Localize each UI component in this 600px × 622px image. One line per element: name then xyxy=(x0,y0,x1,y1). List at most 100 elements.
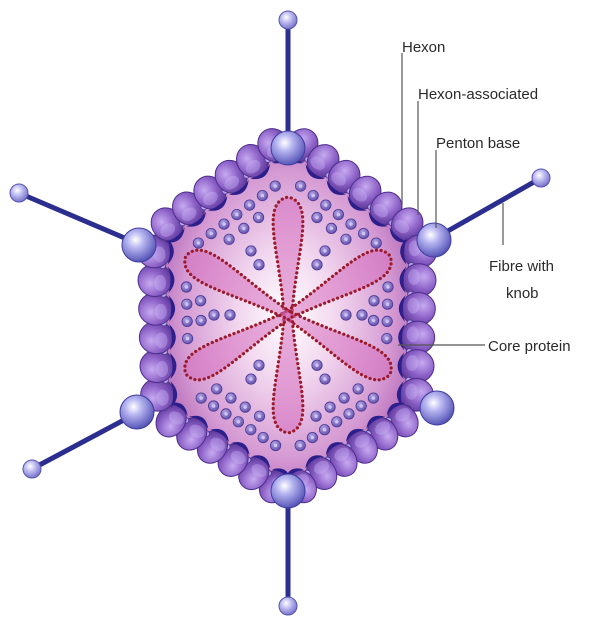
core-protein-spot-center xyxy=(315,364,318,367)
label-hexon-associated: Hexon-associated xyxy=(418,86,538,103)
core-protein-spot-center xyxy=(315,263,318,266)
core-protein-spot xyxy=(254,411,264,421)
core-protein-spot xyxy=(368,315,378,325)
core-protein-spot xyxy=(320,246,330,256)
core-protein-spot-center xyxy=(257,263,260,266)
core-protein-spot xyxy=(254,360,264,370)
core-protein-spot xyxy=(295,440,305,450)
core-protein-spot-center xyxy=(215,387,218,390)
core-protein-spot xyxy=(358,228,368,238)
core-protein-spot xyxy=(182,333,192,343)
core-protein-spot-center xyxy=(344,313,347,316)
penton-base xyxy=(122,228,156,262)
core-protein-spot xyxy=(382,299,392,309)
core-protein-spot-center xyxy=(323,249,326,252)
core-protein-spot-center xyxy=(342,396,345,399)
core-protein-spot xyxy=(311,411,321,421)
core-protein-spot xyxy=(182,299,192,309)
fibre-shaft xyxy=(32,413,137,469)
core-protein-spot xyxy=(246,425,256,435)
core-protein-spot-center xyxy=(311,436,314,439)
core-protein-spot-center xyxy=(385,337,388,340)
core-protein-spot-center xyxy=(212,313,215,316)
core-protein-spot-center xyxy=(199,319,202,322)
core-protein-spot xyxy=(270,181,280,191)
core-protein-spot-center xyxy=(372,396,375,399)
core-protein-spot xyxy=(224,234,234,244)
penton-base xyxy=(271,474,305,508)
core-protein-spot-center xyxy=(299,444,302,447)
core-protein-spot xyxy=(232,209,242,219)
core-protein-spot xyxy=(181,282,191,292)
label-core-protein: Core protein xyxy=(488,338,571,355)
core-protein-spot xyxy=(357,310,367,320)
fibre-knob xyxy=(532,169,550,187)
core-protein-spot xyxy=(195,296,205,306)
core-protein-spot-center xyxy=(249,428,252,431)
core-protein-spot xyxy=(193,238,203,248)
core-protein-spot-center xyxy=(242,227,245,230)
core-protein-spot xyxy=(333,209,343,219)
core-protein-spot xyxy=(312,260,322,270)
core-protein-spot-center xyxy=(362,232,365,235)
core-protein-spot xyxy=(339,393,349,403)
core-protein-spot-center xyxy=(237,420,240,423)
core-protein-spot xyxy=(346,219,356,229)
core-protein-spot-center xyxy=(244,405,247,408)
core-protein-spot-center xyxy=(386,320,389,323)
fibre-knob xyxy=(279,597,297,615)
core-protein-spot xyxy=(308,190,318,200)
core-protein-spot-center xyxy=(210,232,213,235)
core-protein-spot-center xyxy=(197,241,200,244)
core-protein-spot-center xyxy=(229,396,232,399)
core-protein-spot-center xyxy=(257,216,260,219)
core-protein-spot-center xyxy=(349,222,352,225)
core-protein-spot xyxy=(209,310,219,320)
core-protein-spot-center xyxy=(249,377,252,380)
core-protein-spot-center xyxy=(315,216,318,219)
core-protein-spot-center xyxy=(248,203,251,206)
core-protein-spot xyxy=(321,200,331,210)
core-protein-spot xyxy=(196,393,206,403)
core-protein-spot xyxy=(295,181,305,191)
penton-base xyxy=(420,391,454,425)
core-protein-spot-center xyxy=(347,412,350,415)
core-protein-spot xyxy=(219,219,229,229)
core-protein-spot xyxy=(369,296,379,306)
core-protein-spot xyxy=(208,401,218,411)
core-protein-spot xyxy=(368,393,378,403)
core-protein-spot xyxy=(253,212,263,222)
core-protein-spot xyxy=(182,316,192,326)
label-fibre-with-knob-line1: Fibre with xyxy=(489,258,554,275)
core-protein-spot-center xyxy=(386,285,389,288)
core-protein-spot-center xyxy=(227,238,230,241)
core-protein-spot-center xyxy=(337,213,340,216)
core-protein-spot-center xyxy=(262,436,265,439)
core-protein-spot-center xyxy=(274,444,277,447)
core-protein-spot-center xyxy=(249,249,252,252)
core-protein-spot-center xyxy=(185,285,188,288)
core-protein-spot xyxy=(326,223,336,233)
fibre-knob xyxy=(279,11,297,29)
core-protein-spot xyxy=(221,409,231,419)
core-protein-spot-center xyxy=(372,319,375,322)
core-protein-spot xyxy=(246,374,256,384)
core-protein-spot xyxy=(233,417,243,427)
core-protein-spot-center xyxy=(328,405,331,408)
label-fibre-with-knob-line2: knob xyxy=(506,285,539,302)
core-protein-spot xyxy=(319,425,329,435)
core-protein-spot xyxy=(332,417,342,427)
core-protein-spot-center xyxy=(199,299,202,302)
core-protein-spot-center xyxy=(344,238,347,241)
core-protein-spot-center xyxy=(312,194,315,197)
core-protein-spot xyxy=(196,315,206,325)
core-protein-spot-center xyxy=(324,203,327,206)
core-protein-spot xyxy=(341,310,351,320)
core-protein-spot xyxy=(312,212,322,222)
core-protein-spot-center xyxy=(186,337,189,340)
core-protein-spot-center xyxy=(200,396,203,399)
core-protein-spot xyxy=(239,223,249,233)
core-protein-spot-center xyxy=(212,404,215,407)
